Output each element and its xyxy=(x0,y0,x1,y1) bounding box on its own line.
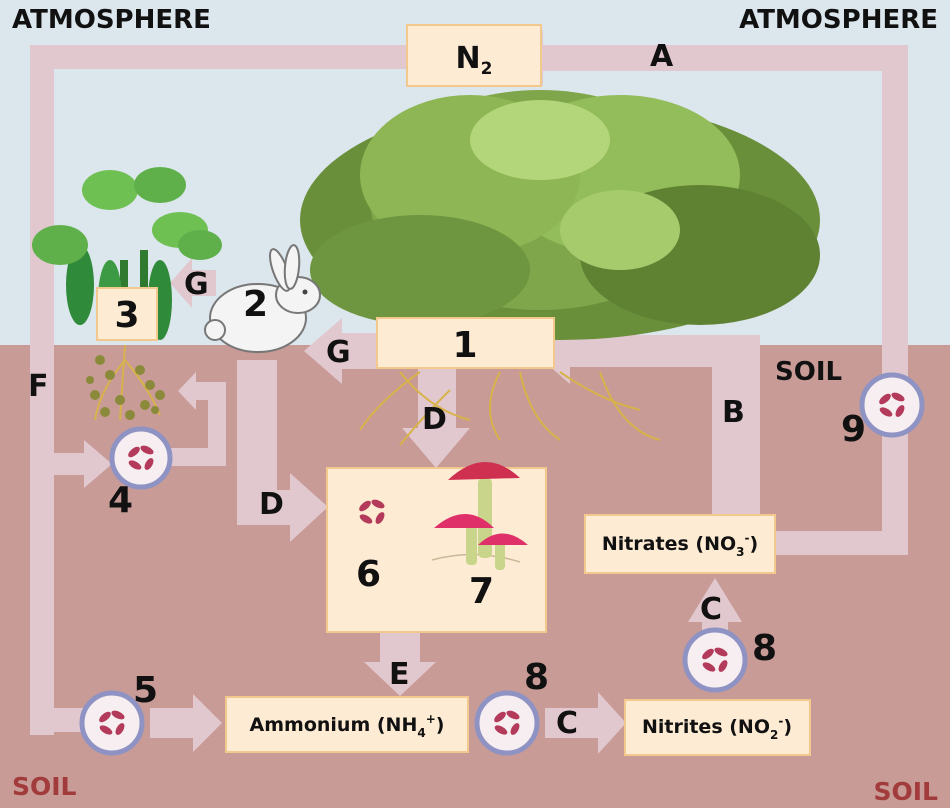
mushroom-icon xyxy=(431,461,528,570)
nitrites-text: Nitrites (NO xyxy=(642,716,770,738)
nitrates-text: Nitrates (NO xyxy=(602,533,736,555)
atmosphere-label-right: ATMOSPHERE xyxy=(739,5,938,35)
ammonium-subscript: 4 xyxy=(417,726,425,740)
process-letter-e: E xyxy=(389,657,410,692)
box-3 xyxy=(96,287,158,341)
process-letter-a: A xyxy=(650,39,674,74)
arrow-g-rabbit xyxy=(170,258,216,308)
atmosphere-label-left: ATMOSPHERE xyxy=(12,5,211,35)
process-letter-g-box1: G xyxy=(326,335,351,370)
number-2: 2 xyxy=(243,284,268,325)
process-letter-f: F xyxy=(28,369,49,404)
nitrites-subscript: 2 xyxy=(770,728,778,742)
nitrites-close: ) xyxy=(783,716,792,738)
number-8-right: 8 xyxy=(752,628,777,669)
n2-symbol: N xyxy=(456,41,481,76)
arrow-5-to-ammonium xyxy=(150,694,222,752)
bacteria-circle-8-right xyxy=(682,627,748,693)
n2-subscript: 2 xyxy=(481,59,493,79)
number-4: 4 xyxy=(108,480,133,521)
legume-roots xyxy=(86,344,165,421)
rabbit xyxy=(204,244,321,353)
arrow-f xyxy=(30,45,410,735)
arrow-a xyxy=(505,30,908,555)
nitrates-superscript: - xyxy=(745,531,750,545)
number-8-bottom: 8 xyxy=(524,657,549,698)
ammonium-close: ) xyxy=(436,714,445,736)
box-1 xyxy=(376,317,555,369)
nitrates-box xyxy=(584,514,776,574)
process-letter-d-center: D xyxy=(422,402,447,437)
number-6: 6 xyxy=(356,554,381,595)
arrow-d-left xyxy=(237,360,328,542)
nitrites-box xyxy=(624,699,811,756)
ammonium-box xyxy=(225,696,469,753)
process-letter-b: B xyxy=(722,395,745,430)
box-3-label: 3 xyxy=(114,295,139,336)
nitrites-label: Nitrites (NO2-) xyxy=(642,714,792,742)
nitrates-label: Nitrates (NO3-) xyxy=(602,531,758,559)
bush-roots xyxy=(359,371,661,446)
number-7: 7 xyxy=(469,571,494,612)
soil-label-right-upper: SOIL xyxy=(775,357,842,387)
decomposer-box xyxy=(326,467,547,633)
arrow-c-horizontal xyxy=(545,692,626,754)
soil-label-bottom-left: SOIL xyxy=(12,772,77,801)
ammonium-superscript: + xyxy=(426,712,436,726)
process-letter-d-left: D xyxy=(259,487,284,522)
soil-label-bottom-right: SOIL xyxy=(874,777,939,806)
number-5: 5 xyxy=(133,670,158,711)
process-letter-c-horizontal: C xyxy=(556,706,578,741)
arrow-4-to-roots xyxy=(170,372,226,466)
process-letter-g-rabbit: G xyxy=(184,267,209,302)
arrow-g-box1 xyxy=(304,318,380,384)
bush-plant xyxy=(300,90,820,340)
bacteria-circle-9 xyxy=(859,372,925,438)
bacteria-circle-5 xyxy=(79,690,145,756)
bacteria-circle-4 xyxy=(109,426,173,490)
arrow-b xyxy=(532,318,760,515)
n2-label: N2 xyxy=(456,41,493,79)
ammonium-label: Ammonium (NH4+) xyxy=(250,712,445,740)
n2-box xyxy=(406,24,542,87)
number-9: 9 xyxy=(841,409,866,450)
box-1-label: 1 xyxy=(452,325,477,366)
nitrates-close: ) xyxy=(749,533,758,555)
nitrates-subscript: 3 xyxy=(736,545,744,559)
nitrites-superscript: - xyxy=(778,714,783,728)
ammonium-text: Ammonium (NH xyxy=(250,714,418,736)
bacteria-circle-8-bottom xyxy=(474,690,540,756)
process-letter-c-vertical: C xyxy=(700,592,722,627)
